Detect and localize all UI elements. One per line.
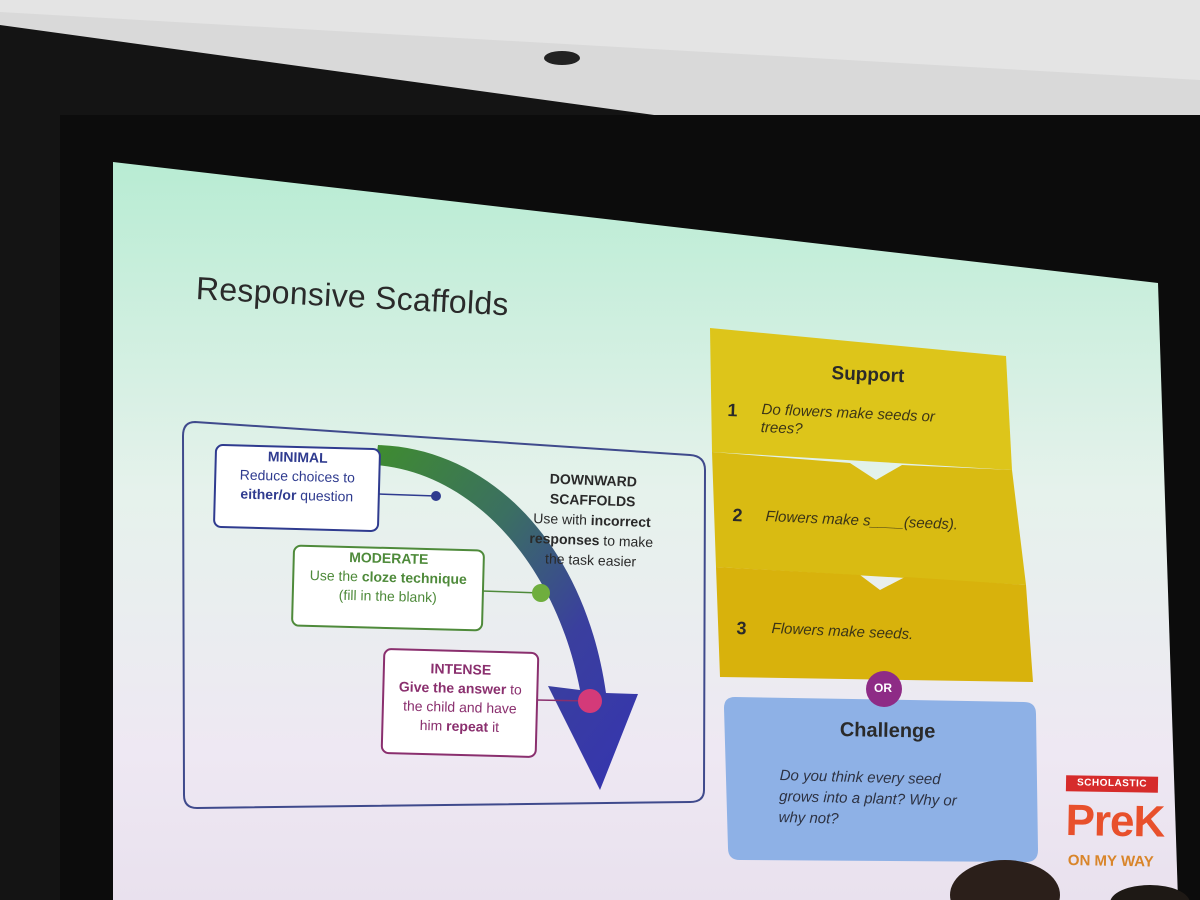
support-panel-bottom [716, 567, 1033, 682]
audience-head [950, 860, 1060, 900]
minimal-marker-icon [431, 491, 441, 501]
audience-head-2 [1110, 885, 1190, 900]
diagram-frame [181, 420, 707, 810]
challenge-panel [724, 697, 1038, 862]
support-panel-middle [712, 452, 1026, 585]
support-panel-top [710, 328, 1012, 470]
or-label: OR [874, 681, 892, 695]
moderate-marker-icon [532, 584, 550, 602]
ceiling-speaker-icon [544, 51, 580, 65]
intense-marker-icon [578, 689, 602, 713]
or-circle [866, 671, 902, 707]
downward-arrow-icon [375, 445, 638, 790]
